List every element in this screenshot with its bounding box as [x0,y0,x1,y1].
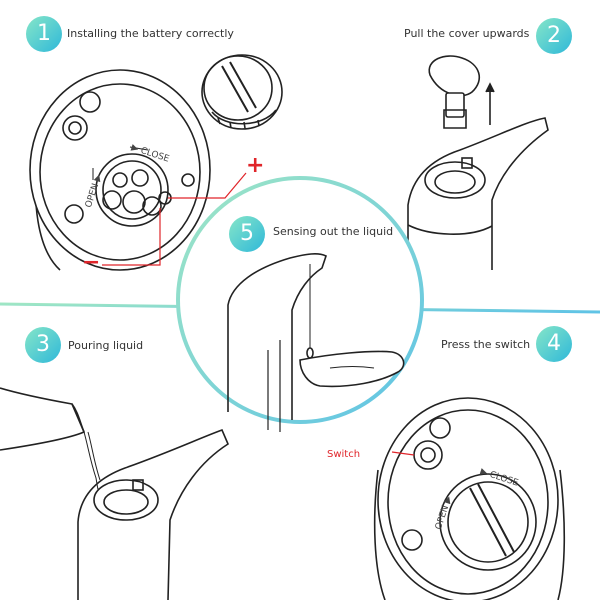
step-number-badge: 1 [26,16,62,52]
step-number-badge: 4 [536,326,572,362]
close-arrow-icon: ▶ [129,143,140,155]
polarity-leaders [102,172,247,266]
step-title: Pouring liquid [68,339,144,352]
screw-cap-icon [201,54,283,130]
minus-terminal-label: − [82,250,101,275]
switch-label: Switch [327,449,361,460]
sensing-circle [176,176,424,424]
dispenser-top-view [373,397,566,600]
open-arrow-icon: ▶ [92,172,105,183]
battery-compartment-icon [29,69,211,271]
step-number-badge: 3 [25,327,61,363]
step-title: Pull the cover upwards [404,27,530,40]
step-title: Installing the battery correctly [67,27,234,40]
step-title: Sensing out the liquid [273,225,394,238]
step-number-badge: 5 [229,216,265,252]
close-arrow-icon: ▶ [478,467,489,479]
hand-icon [227,253,405,432]
plus-terminal-label: + [246,153,265,178]
soap-dispenser-icon [407,55,549,270]
bottle-icon [0,387,105,511]
open-arrow-icon: ▶ [442,494,455,505]
step-title: Press the switch [441,338,531,351]
step-number-badge: 2 [536,18,572,54]
soap-dispenser-icon [77,428,230,600]
